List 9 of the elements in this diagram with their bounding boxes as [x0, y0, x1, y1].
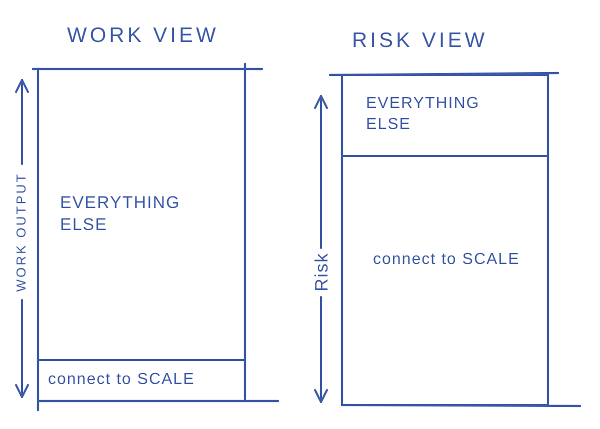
- section-label: connect to SCALE: [373, 250, 520, 270]
- panel-title: RISK VIEW: [352, 28, 488, 54]
- axis-label: Risk: [312, 252, 332, 292]
- panel-title: WORK VIEW: [67, 23, 219, 49]
- panel-section: [341, 74, 549, 157]
- section-label: connect to SCALE: [48, 370, 195, 390]
- axis-label: WORK OUTPUT: [14, 172, 28, 292]
- section-label: EVERYTHING ELSE: [366, 94, 481, 135]
- section-label: EVERYTHING ELSE: [60, 192, 182, 236]
